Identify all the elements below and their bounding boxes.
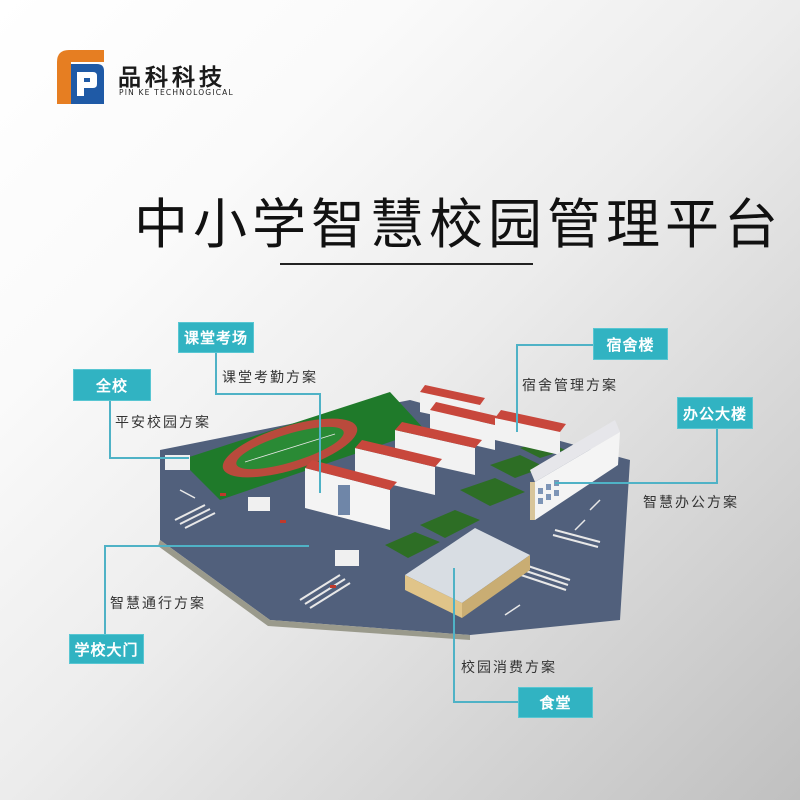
- tag-classroom-exam[interactable]: 课堂考场: [178, 322, 254, 353]
- callout-connector-office-h: [555, 482, 718, 484]
- callout-connector-classroom: [215, 350, 217, 395]
- solution-dorm-management: 宿舍管理方案: [522, 378, 618, 394]
- callout-connector-gate: [104, 545, 106, 635]
- callout-connector-dorm-h: [516, 344, 594, 346]
- brand-name: 品科科技: [118, 65, 226, 91]
- solution-class-attendance: 课堂考勤方案: [222, 370, 318, 386]
- campus-map-illustration: [158, 385, 630, 640]
- tag-office-building[interactable]: 办公大楼: [677, 397, 753, 429]
- callout-connector-dorm: [516, 344, 518, 432]
- callout-connector-campus-h: [109, 457, 189, 459]
- callout-connector-classroom-h: [215, 393, 320, 395]
- solution-smart-access: 智慧通行方案: [110, 596, 206, 612]
- callout-connector-canteen: [453, 568, 455, 702]
- brand-tagline: PIN KE TECHNOLOGICAL: [119, 88, 234, 97]
- title-divider: [280, 263, 533, 265]
- tag-school-gate[interactable]: 学校大门: [69, 634, 144, 664]
- callout-connector-campus: [109, 398, 111, 458]
- solution-safe-campus: 平安校园方案: [115, 415, 211, 431]
- solution-smart-office: 智慧办公方案: [643, 495, 739, 511]
- tag-whole-campus[interactable]: 全校: [73, 369, 151, 401]
- solution-campus-payment: 校园消费方案: [461, 660, 557, 676]
- brand-logo-icon: [57, 50, 104, 104]
- tag-canteen[interactable]: 食堂: [518, 687, 593, 718]
- tag-dormitory[interactable]: 宿舍楼: [593, 328, 668, 360]
- callout-connector-gate-h: [104, 545, 309, 547]
- callout-connector-classroom-v2: [319, 393, 321, 493]
- callout-connector-canteen-h: [453, 701, 519, 703]
- page-title: 中小学智慧校园管理平台: [134, 193, 783, 256]
- callout-connector-office: [716, 425, 718, 483]
